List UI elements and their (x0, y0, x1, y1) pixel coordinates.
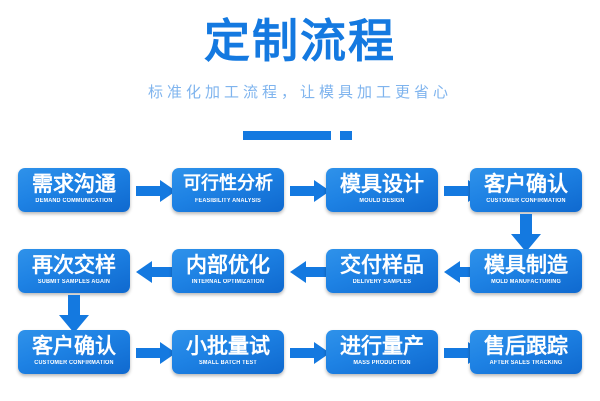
flow-step-label-en: SMALL BATCH TEST (199, 360, 257, 366)
flow-step-label-cn: 进行量产 (340, 334, 424, 358)
flow-step-customer-confirmation-2[interactable]: 客户确认 CUSTOMER CONFIRMATION (18, 330, 130, 374)
flow-step-label-cn: 交付样品 (340, 253, 424, 277)
flow-step-label-cn: 需求沟通 (32, 172, 116, 196)
flow-step-label-en: AFTER SALES TRACKING (489, 360, 563, 366)
flow-step-label-cn: 售后跟踪 (484, 334, 568, 358)
flow-step-label-en: INTERNAL OPTIMIZATION (191, 279, 265, 285)
arrow-right-icon (136, 180, 176, 202)
flow-step-label-cn: 可行性分析 (183, 173, 273, 194)
flow-step-label-cn: 内部优化 (186, 253, 270, 277)
page-subtitle: 标准化加工流程，让模具加工更省心 (147, 83, 452, 101)
flow-step-label-en: FEASIBILITY ANALYSIS (194, 198, 262, 204)
flow-step-delivery-samples[interactable]: 交付样品 DELIVERY SAMPLES (326, 249, 438, 293)
flow-step-label-en: MOLD MANUFACTURING (491, 279, 561, 285)
flow-step-label-en: DELIVERY SAMPLES (352, 279, 412, 285)
arrow-right-icon (290, 342, 330, 364)
divider-bar (243, 131, 331, 140)
flow-step-label-cn: 客户确认 (484, 172, 568, 196)
flow-step-label-cn: 再次交样 (32, 253, 116, 277)
connector-down-arrow-icon-right (511, 214, 541, 252)
flow-step-label-en: MOULD DESIGN (359, 198, 405, 204)
flow-step-mold-manufacturing[interactable]: 模具制造 MOLD MANUFACTURING (470, 249, 582, 293)
flow-step-label-cn: 客户确认 (32, 334, 116, 358)
flow-step-after-sales-tracking[interactable]: 售后跟踪 AFTER SALES TRACKING (470, 330, 582, 374)
flow-step-label-cn: 模具制造 (484, 253, 568, 277)
flow-step-small-batch-test[interactable]: 小批量试 SMALL BATCH TEST (172, 330, 284, 374)
flow-step-label-en: SUBMIT SAMPLES AGAIN (37, 279, 111, 285)
page-title: 定制流程 (204, 14, 396, 68)
flow-step-demand-communication[interactable]: 需求沟通 DEMAND COMMUNICATION (18, 168, 130, 212)
header-divider (0, 129, 600, 141)
flow-step-mass-production[interactable]: 进行量产 MASS PRODUCTION (326, 330, 438, 374)
flow-step-label-cn: 模具设计 (340, 172, 424, 196)
arrow-right-icon (290, 180, 330, 202)
flow-step-label-en: CUSTOMER CONFIRMATION (486, 198, 566, 204)
flow-step-feasibility-analysis[interactable]: 可行性分析 FEASIBILITY ANALYSIS (172, 168, 284, 212)
diagram-header: 定制流程 标准化加工流程，让模具加工更省心 (0, 0, 600, 102)
flow-step-label-en: CUSTOMER CONFIRMATION (34, 360, 114, 366)
flow-step-internal-optimization[interactable]: 内部优化 INTERNAL OPTIMIZATION (172, 249, 284, 293)
flow-step-mould-design[interactable]: 模具设计 MOULD DESIGN (326, 168, 438, 212)
arrow-left-icon (444, 261, 484, 283)
flow-step-submit-samples-again[interactable]: 再次交样 SUBMIT SAMPLES AGAIN (18, 249, 130, 293)
arrow-right-icon (136, 342, 176, 364)
divider-square (340, 131, 352, 140)
arrow-left-icon (290, 261, 330, 283)
flow-step-label-en: MASS PRODUCTION (353, 360, 411, 366)
connector-down-arrow-icon-left (59, 295, 89, 333)
flow-step-label-en: DEMAND COMMUNICATION (35, 198, 113, 204)
flow-step-label-cn: 小批量试 (186, 334, 270, 358)
arrow-left-icon (136, 261, 176, 283)
flow-step-customer-confirmation-1[interactable]: 客户确认 CUSTOMER CONFIRMATION (470, 168, 582, 212)
